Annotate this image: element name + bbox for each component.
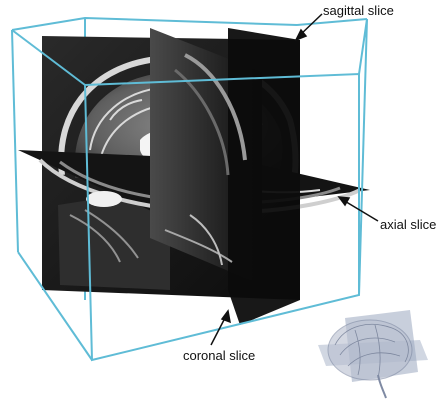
sagittal-slice-label: sagittal slice xyxy=(323,3,394,18)
callout-arrows xyxy=(210,13,379,346)
coronal-slice xyxy=(150,28,300,325)
coronal-arrow xyxy=(210,315,227,346)
axial-slice-label: axial slice xyxy=(380,217,437,232)
coronal-slice-label: coronal slice xyxy=(183,348,256,363)
axial-arrow xyxy=(342,199,379,222)
box-front-edges xyxy=(11,18,368,362)
brain-wireframe-icon xyxy=(318,310,428,399)
